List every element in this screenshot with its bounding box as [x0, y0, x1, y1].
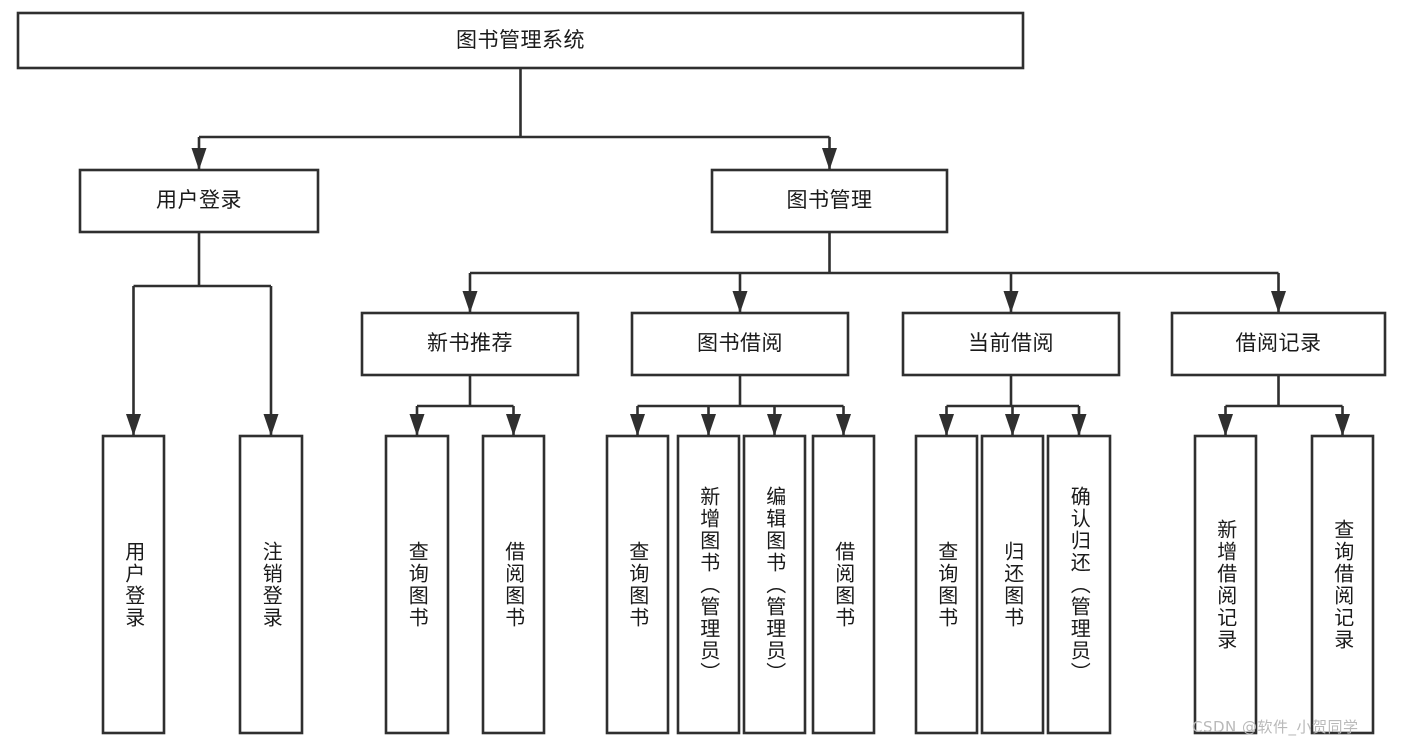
node-box-user-login-leaf[interactable]	[101, 434, 166, 735]
arrow-head-icon	[701, 414, 716, 436]
connectors-layer	[126, 68, 1350, 436]
node-box-user-login[interactable]	[78, 168, 320, 234]
node-box-book-borrow[interactable]	[630, 311, 850, 377]
node-box-current-borrow[interactable]	[901, 311, 1121, 377]
node-box-query-book-3[interactable]	[914, 434, 979, 735]
node-box-return-book[interactable]	[980, 434, 1045, 735]
arrow-head-icon	[1218, 414, 1233, 436]
node-box-query-borrow-record[interactable]	[1310, 434, 1375, 735]
arrow-head-icon	[1071, 414, 1087, 436]
node-box-user-logout-leaf[interactable]	[238, 434, 304, 735]
arrow-head-icon	[732, 291, 748, 313]
node-box-borrow-record[interactable]	[1170, 311, 1387, 377]
node-box-borrow-book-2[interactable]	[811, 434, 876, 735]
node-box-book-management[interactable]	[710, 168, 949, 234]
node-box-borrow-book-1[interactable]	[481, 434, 546, 735]
arrow-head-icon	[409, 414, 425, 436]
arrow-head-icon	[1271, 291, 1286, 313]
arrow-head-icon	[939, 414, 954, 436]
arrow-head-icon	[1335, 414, 1350, 436]
arrow-head-icon	[263, 414, 279, 436]
arrow-head-icon	[630, 414, 645, 436]
arrow-head-icon	[191, 148, 207, 170]
arrow-head-icon	[836, 414, 851, 436]
boxes-layer	[16, 11, 1387, 735]
node-box-new-book-recommend[interactable]	[360, 311, 580, 377]
arrow-head-icon	[1003, 291, 1019, 313]
node-box-query-book-1[interactable]	[384, 434, 450, 735]
arrow-head-icon	[767, 414, 782, 436]
arrow-head-icon	[126, 414, 141, 436]
node-box-confirm-return-admin[interactable]	[1046, 434, 1112, 735]
node-box-add-book-admin[interactable]	[676, 434, 741, 735]
arrow-head-icon	[822, 148, 837, 170]
node-box-add-borrow-record[interactable]	[1193, 434, 1258, 735]
node-box-root[interactable]	[16, 11, 1025, 70]
arrow-head-icon	[506, 414, 521, 436]
node-box-edit-book-admin[interactable]	[742, 434, 807, 735]
node-box-query-book-2[interactable]	[605, 434, 670, 735]
arrow-head-icon	[462, 291, 478, 313]
arrow-head-icon	[1005, 414, 1020, 436]
